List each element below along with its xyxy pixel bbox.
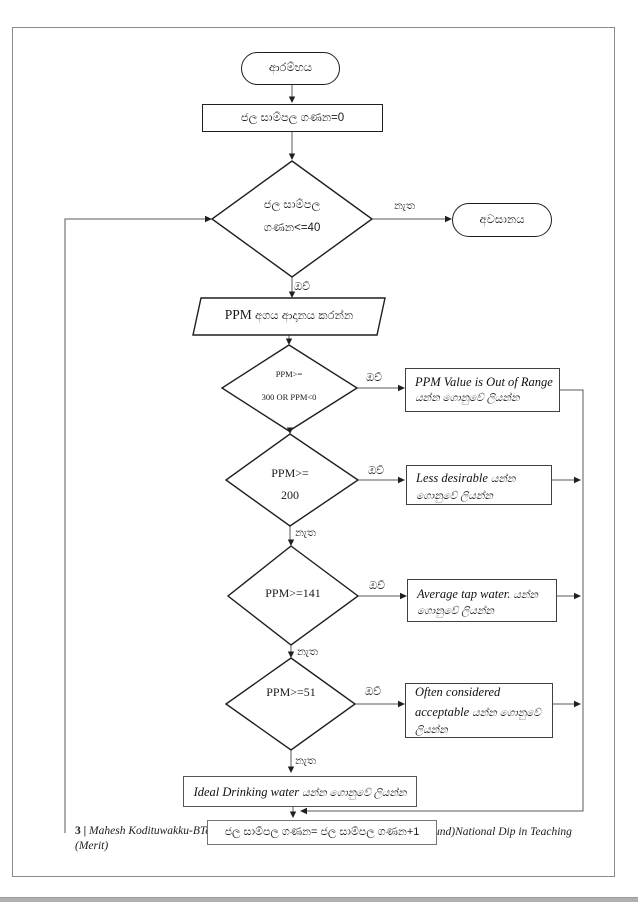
arrow-down-icon	[287, 766, 295, 773]
label-no-d3: නැත	[297, 646, 318, 658]
out3-sinhala-2: ගොනුවේ ලියන්න	[417, 605, 494, 618]
label-yes-d4: ඔව්	[365, 686, 382, 698]
ideal-english: Ideal Drinking water	[193, 784, 300, 799]
out2-sinhala-1: යන්න	[487, 473, 516, 486]
out2-sinhala-2: ගොනුවේ ලියන්න	[416, 489, 493, 502]
label-yes-d2: ඔව්	[368, 465, 385, 477]
ideal-drinking-water-box: Ideal Drinking water යන්න ගොනුවේ ලියන්න	[183, 776, 417, 807]
arrow-right-icon	[400, 592, 407, 600]
page-border	[12, 27, 615, 877]
arrow-down-icon	[287, 539, 295, 546]
decision2-line1: PPM>=	[271, 466, 309, 480]
decision2-line2: 200	[281, 488, 299, 502]
start-label: ආරම්භය	[268, 62, 313, 74]
label-yes-d3: ඔව්	[369, 580, 386, 592]
start-terminator: ආරම්භය	[241, 52, 340, 85]
window-bottom-edge	[0, 897, 638, 902]
end-label: අවසානය	[479, 213, 525, 226]
footer-qualification: und)National Dip in Teaching	[434, 826, 572, 838]
init-process-box: ජල සාම්පල ගණන=0	[202, 104, 383, 132]
label-no-d2: නැත	[295, 527, 316, 539]
label-yes-d1: ඔව්	[366, 372, 383, 384]
arrow-down-icon	[285, 338, 293, 345]
arrowheads	[205, 96, 581, 818]
loop-condition-text: ජල සාම්පල ගණන<=40	[212, 194, 372, 240]
out3-english: Average tap water.	[417, 586, 511, 601]
decision4-text: PPM>=51	[266, 685, 316, 699]
arrow-right-icon	[205, 215, 212, 223]
connector-lines	[64, 85, 584, 833]
input-label-si: අගය ආදානය කරන්න	[251, 310, 354, 322]
end-terminator: අවසානය	[452, 203, 552, 237]
arrow-right-icon	[398, 700, 405, 708]
footer-line1: 3 | Mahesh Kodituwakku-BTe	[75, 825, 210, 837]
loop-back-line	[64, 218, 206, 833]
footer-author: Mahesh Kodituwakku-BTe	[86, 825, 211, 837]
increment-label: ජල සාම්පල ගණන= ජල සාම්පල ගණන+1	[224, 826, 420, 838]
arrow-down-icon	[287, 651, 295, 658]
label-no-d4: නැත	[295, 755, 316, 767]
increment-counter-box: ජල සාම්පල ගණන= ජල සාම්පල ගණන+1	[207, 820, 437, 845]
decision1-line1: PPM>=	[275, 369, 303, 379]
out1-english: PPM Value is Out of Range	[415, 375, 553, 390]
ideal-sinhala: යන්න ගොනුවේ ලියන්න	[299, 786, 407, 799]
footer-merit: (Merit)	[75, 840, 109, 852]
arrow-right-icon	[445, 215, 452, 223]
input-parallelogram-text: PPM අගය ආදානය කරන්න	[193, 306, 385, 324]
output-box-out-of-range: PPM Value is Out of Range යන්න ගොනුවේ ලි…	[405, 368, 560, 412]
out2-english: Less desirable	[416, 471, 488, 486]
arrow-down-icon	[289, 811, 297, 818]
arrow-down-icon	[288, 153, 296, 160]
arrow-right-icon	[398, 384, 405, 392]
decision3-text: PPM>=141	[265, 586, 321, 600]
label-no-loop: නැත	[394, 200, 415, 212]
input-parallelogram	[192, 297, 386, 336]
arrow-right-icon	[574, 592, 581, 600]
loop-condition-line2: ගණන<=40	[263, 222, 321, 234]
decision-diamond-3	[226, 545, 360, 646]
collector-line	[306, 389, 584, 812]
arrow-down-icon	[288, 96, 296, 103]
arrow-left-icon	[300, 807, 307, 815]
arrow-down-icon	[286, 427, 294, 434]
decision2-text: PPM>= 200	[226, 462, 354, 506]
decision1-line2: 300 OR PPM<0	[261, 392, 317, 402]
arrow-right-icon	[398, 476, 405, 484]
decision1-text: PPM>= 300 OR PPM<0	[222, 363, 356, 409]
output-box-often-acceptable: Often considered acceptable යන්න ගොනුවේ …	[405, 683, 553, 738]
loop-condition-line1: ජල සාම්පල	[263, 199, 321, 211]
out1-sinhala: යන්න ගොනුවේ ලියන්න	[415, 392, 520, 405]
arrow-right-icon	[574, 476, 581, 484]
out4-english-2: acceptable	[415, 705, 470, 720]
output-box-average-tap-water: Average tap water. යන්න ගොනුවේ ලියන්න	[407, 579, 557, 622]
output-box-less-desirable: Less desirable යන්න ගොනුවේ ලියන්න	[406, 465, 552, 505]
input-label-en: PPM	[224, 307, 252, 322]
out3-sinhala-1: යන්න	[510, 588, 538, 601]
decision-diamond-2	[224, 433, 360, 527]
out4-sinhala-1: යන්න ගොනුවේ	[469, 707, 541, 720]
decision-diamond-loop	[210, 160, 374, 278]
flowchart-shapes	[192, 160, 386, 751]
out4-sinhala-2: ලියන්න	[415, 723, 448, 736]
label-yes-loop: ඔව්	[294, 281, 311, 293]
init-label: ජල සාම්පල ගණන=0	[240, 111, 345, 124]
footer-page-number: 3 |	[75, 825, 87, 837]
arrow-right-icon	[574, 700, 581, 708]
out4-english-1: Often considered	[415, 685, 501, 700]
decision-diamond-4	[224, 657, 357, 751]
arrow-down-icon	[288, 291, 296, 298]
